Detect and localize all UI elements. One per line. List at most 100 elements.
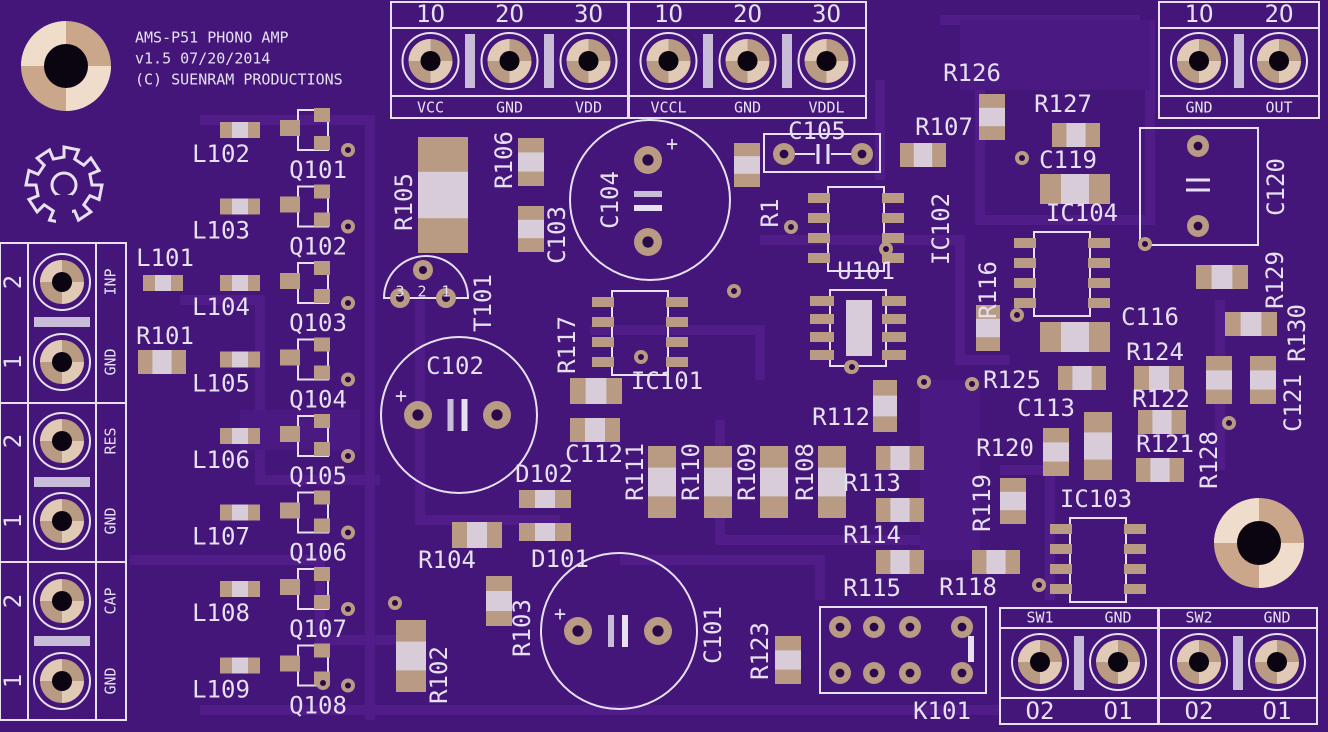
C101-plate — [608, 615, 614, 647]
R112-pad-b — [873, 416, 897, 432]
via-drill — [345, 453, 351, 459]
pin-number: O2 — [1026, 697, 1055, 725]
via-drill — [731, 288, 737, 294]
IC101-pin — [666, 337, 688, 347]
pin-number: 3 — [395, 283, 404, 301]
R124-pad-b — [1169, 366, 1184, 390]
pin-label: VDDL — [808, 99, 844, 117]
designator-l109: L109 — [192, 676, 250, 704]
inductor-pad-b — [248, 275, 260, 291]
designator-c113: C113 — [1017, 394, 1075, 422]
IC104-pin — [1088, 238, 1110, 248]
thru-drill — [572, 625, 584, 637]
U101-pin — [882, 350, 906, 360]
IC102-outline — [827, 186, 885, 272]
via-drill — [849, 364, 855, 370]
IC102-pin — [882, 253, 904, 263]
via-drill — [921, 379, 927, 385]
IC102-pin — [808, 213, 830, 223]
IC102-pin — [808, 193, 830, 203]
inductor-pad-b — [248, 504, 260, 521]
C105-outline — [763, 133, 881, 173]
C101-plate — [622, 615, 628, 647]
designator-r129: R129 — [1261, 251, 1289, 309]
R123-pad-b — [775, 669, 801, 684]
terminal-pin-hole — [1108, 652, 1128, 672]
pin-label: INP — [102, 268, 120, 295]
designator-l105: L105 — [192, 370, 250, 398]
via-drill — [345, 529, 351, 536]
title-line: v1.5 07/20/2014 — [135, 50, 270, 68]
R109-pad-b — [760, 496, 788, 518]
terminal-pin-hole — [420, 51, 441, 71]
designator-ic101: IC101 — [631, 367, 703, 395]
C104-outline — [569, 119, 731, 281]
designator-r124: R124 — [1126, 338, 1184, 366]
IC102-pin — [808, 233, 830, 243]
terminal-pin-hole — [52, 591, 72, 611]
pin-separator — [34, 317, 90, 327]
IC104-pin — [1014, 258, 1036, 268]
terminal-pin-ring — [718, 32, 777, 90]
pin-number: O2 — [1185, 697, 1214, 725]
thru-drill — [652, 625, 664, 637]
R129-pad-b — [1232, 265, 1248, 289]
pin-number: 1O — [654, 0, 683, 28]
pin-number: 2O — [733, 0, 762, 28]
inductor-pad-a — [220, 504, 232, 521]
pin-label: RES — [102, 427, 120, 454]
thru-drill — [957, 668, 967, 678]
IC102-pin — [882, 213, 904, 223]
thru-drill — [442, 294, 450, 302]
IC101-outline — [611, 290, 669, 376]
designator-q105: Q105 — [289, 462, 347, 490]
IC101-pin — [592, 357, 614, 367]
C102-outline — [380, 336, 538, 494]
R106-pad-b — [518, 171, 544, 186]
via-drill — [1142, 241, 1148, 247]
C112-pad-b — [605, 418, 620, 442]
transistor-pad — [314, 442, 330, 456]
pin-number: 1 — [0, 674, 27, 688]
designator-r117: R117 — [553, 316, 581, 374]
terminal-pin-ring — [1170, 633, 1228, 691]
K101-outline — [819, 606, 987, 694]
terminal-pin-hole — [658, 51, 679, 71]
inductor-pad-a — [220, 198, 232, 215]
U101-pin — [882, 296, 906, 306]
transistor-pad — [314, 136, 330, 150]
IC104-pin — [1088, 258, 1110, 268]
IC101-pin — [592, 337, 614, 347]
oshw-gear-icon — [24, 145, 104, 225]
designator-q101: Q101 — [289, 156, 347, 184]
R102-pad-a — [396, 620, 426, 642]
designator-c101: C101 — [699, 606, 727, 664]
via-drill — [320, 680, 326, 686]
D101-pad-b — [555, 523, 571, 541]
terminal-pin-ring — [33, 652, 91, 710]
pin-label: GND — [102, 348, 120, 375]
designator-r106: R106 — [490, 131, 518, 189]
D102-pad-a — [519, 490, 535, 508]
pin-separator — [544, 34, 554, 88]
inductor-pad-b — [248, 657, 260, 674]
C119-pad-b — [1089, 174, 1110, 204]
pin-separator — [465, 34, 475, 88]
via-drill — [1019, 155, 1025, 161]
R1-pad-b — [734, 173, 760, 187]
terminal-pin-ring — [1170, 32, 1228, 90]
pin-number: 1O — [1185, 0, 1214, 28]
C112-pad-a — [570, 418, 585, 442]
designator-r108: R108 — [791, 443, 819, 501]
terminal-pin-ring — [33, 572, 91, 630]
R114-pad-b — [909, 498, 924, 522]
transistor-pad — [280, 273, 300, 289]
terminal-pin-ring — [33, 253, 91, 311]
transistor-pad — [280, 579, 300, 595]
R130-pad-a — [1225, 312, 1241, 336]
R129-pad-a — [1196, 265, 1212, 289]
terminal-pin-hole — [52, 272, 72, 292]
designator-c112: C112 — [565, 440, 623, 468]
